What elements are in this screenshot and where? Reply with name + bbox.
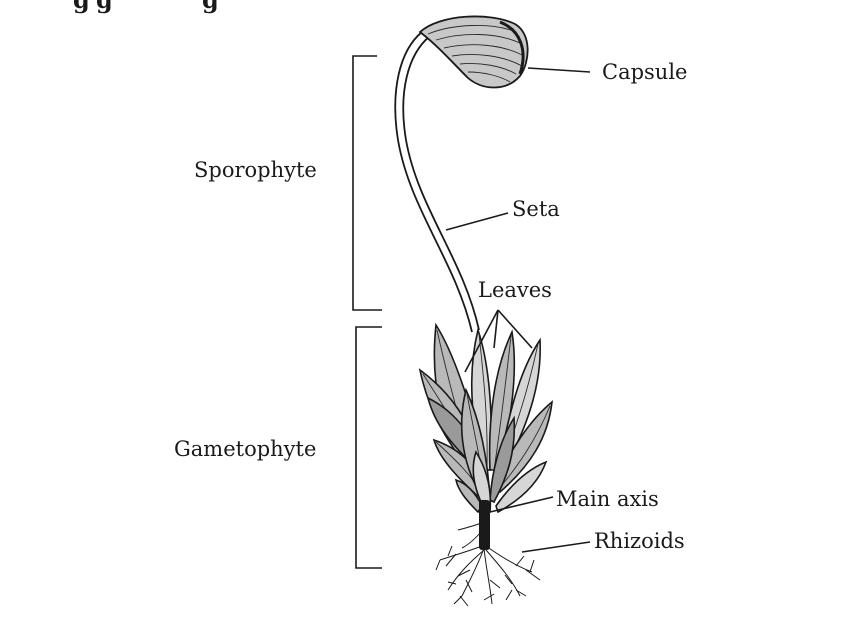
seta-leader — [445, 212, 509, 231]
leaves-leader-mid — [493, 309, 499, 349]
leaves-leader-right — [497, 309, 533, 349]
capsule-leader — [527, 67, 591, 73]
label-sporophyte: Sporophyte — [194, 158, 317, 182]
gametophyte-bracket — [355, 326, 382, 569]
label-rhizoids: Rhizoids — [594, 529, 685, 553]
label-leaves: Leaves — [478, 278, 552, 302]
label-gametophyte: Gametophyte — [174, 437, 316, 461]
label-main-axis: Main axis — [556, 487, 659, 511]
top-cut-text: g — [73, 0, 90, 14]
sporophyte-bracket — [352, 55, 382, 311]
top-cut-text-3: g — [202, 0, 219, 14]
leaves-cluster — [418, 322, 554, 514]
label-seta: Seta — [512, 197, 560, 221]
top-cut-text-2: g — [96, 0, 113, 14]
label-capsule: Capsule — [602, 60, 687, 84]
rhizoids — [435, 521, 541, 607]
leaves-leader-left — [464, 309, 499, 373]
rhizoids-leader — [521, 541, 591, 553]
main-axis-stem — [479, 500, 490, 550]
capsule — [418, 15, 529, 89]
main-axis-leader — [489, 496, 554, 513]
seta-stalk — [394, 31, 480, 333]
